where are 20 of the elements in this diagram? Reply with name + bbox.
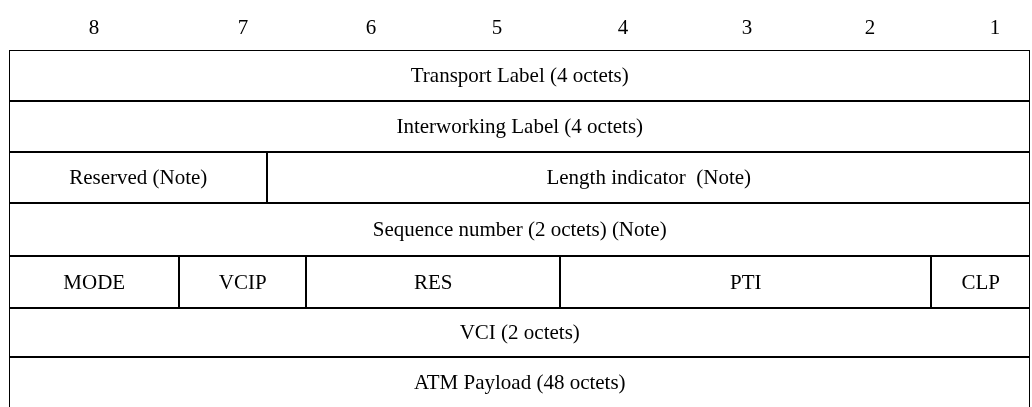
bit-number: 7 — [236, 14, 250, 41]
field-cell: RES — [306, 256, 561, 309]
field-cell: VCI (2 octets) — [9, 308, 1031, 358]
field-cell: Transport Label (4 octets) — [9, 50, 1031, 102]
bit-number: 3 — [740, 14, 754, 41]
field-cell: Reserved (Note) — [9, 152, 268, 204]
field-cell: Length indicator (Note) — [267, 152, 1031, 204]
bit-number: 4 — [616, 14, 630, 41]
field-cell: MODE — [9, 256, 180, 309]
bit-number: 6 — [364, 14, 378, 41]
field-cell: Interworking Label (4 octets) — [9, 101, 1031, 153]
field-cell: ATM Payload (48 octets) — [9, 357, 1031, 407]
bit-number: 8 — [87, 14, 101, 41]
field-cell: VCIP — [179, 256, 307, 309]
bit-number: 5 — [490, 14, 504, 41]
bit-number: 1 — [988, 14, 1002, 41]
field-cell: Sequence number (2 octets) (Note) — [9, 203, 1031, 257]
field-cell: PTI — [560, 256, 932, 309]
bit-number: 2 — [863, 14, 877, 41]
field-cell: CLP — [931, 256, 1031, 309]
